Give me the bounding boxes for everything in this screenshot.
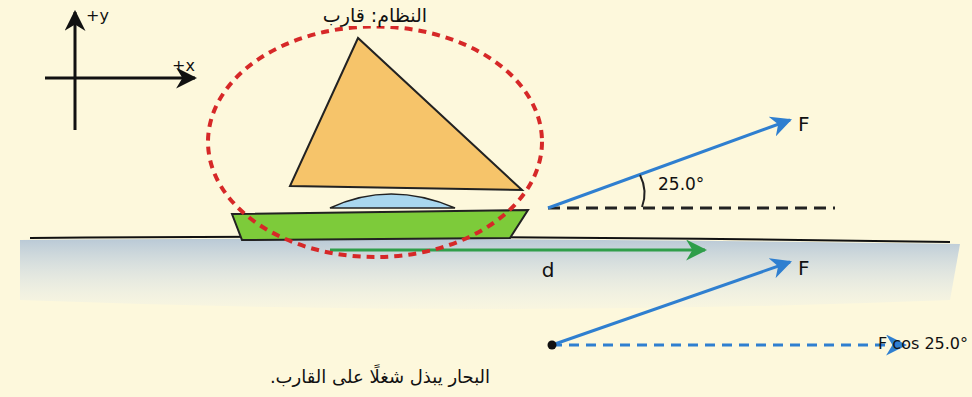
cabin bbox=[330, 194, 455, 208]
force-vector bbox=[552, 262, 790, 345]
component-label: F cos 25.0° bbox=[878, 334, 968, 353]
sail bbox=[290, 38, 522, 190]
origin-dot bbox=[548, 341, 557, 350]
y-axis bbox=[74, 12, 77, 130]
system-outline bbox=[205, 4, 545, 260]
system-outline bbox=[208, 27, 542, 258]
water bbox=[20, 239, 960, 309]
angle-arc bbox=[640, 175, 645, 207]
displacement-vector bbox=[330, 249, 705, 252]
force-label: F bbox=[798, 112, 810, 136]
displacement-label: d bbox=[542, 258, 555, 282]
axis-label: +y bbox=[86, 6, 109, 25]
system-label: النظام: قارب bbox=[319, 4, 431, 26]
reference-line bbox=[548, 207, 835, 210]
force-component bbox=[552, 344, 905, 347]
angle-label: 25.0° bbox=[658, 174, 704, 194]
force-vector bbox=[548, 120, 790, 208]
caption: البحار يبذل شغلًا على القارب. bbox=[270, 366, 490, 387]
force-label: F bbox=[798, 256, 810, 280]
system-boundary: النظام: قارب bbox=[205, 4, 545, 260]
axis-label: +x bbox=[172, 56, 195, 75]
x-axis bbox=[45, 77, 195, 80]
